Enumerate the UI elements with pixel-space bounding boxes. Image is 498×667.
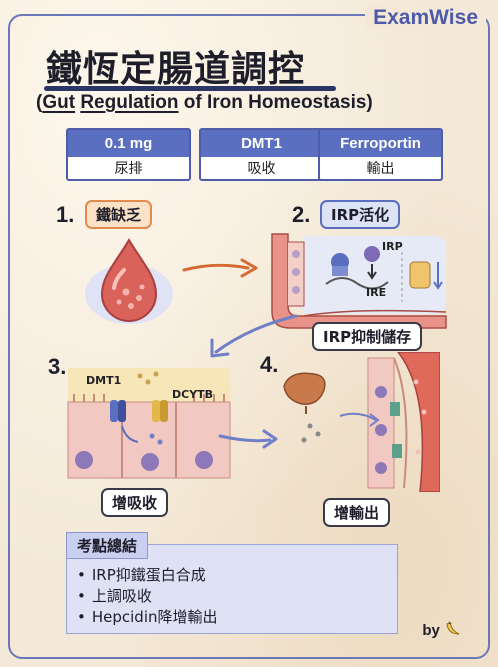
page-frame: [8, 14, 490, 659]
list-item: Hepcidin降增輸出: [77, 607, 218, 628]
key-points-list: IRP抑鐵蛋白合成 上調吸收 Hepcidin降增輸出: [77, 565, 218, 628]
banana-icon: [446, 621, 460, 635]
title-underline: [44, 86, 336, 91]
key-fact-box: DMT1 吸收: [199, 128, 324, 181]
key-fact-label: 輸出: [366, 161, 395, 177]
key-fact-label: 尿排: [114, 161, 143, 177]
page-title: 鐵恆定腸道調控: [46, 49, 306, 90]
step-2-caption: IRP抑制儲存: [312, 322, 423, 351]
byline: by: [422, 620, 462, 639]
key-fact-label: 吸收: [247, 161, 276, 177]
key-fact-box: Ferroportin 輸出: [318, 128, 443, 181]
arrow-icon: [210, 314, 298, 358]
arrow-icon: [218, 429, 278, 449]
step-1-label: 鐵缺乏: [85, 200, 153, 229]
arrow-icon: [182, 258, 258, 278]
key-fact-value: 0.1 mg: [68, 130, 189, 157]
list-item: 上調吸收: [77, 586, 218, 607]
brand-logo: ExamWise: [365, 6, 486, 30]
subtitle-word-regulation: Regulation: [80, 92, 179, 113]
step-4-number: 4.: [260, 352, 279, 377]
key-points-box: IRP抑鐵蛋白合成 上調吸收 Hepcidin降增輸出: [66, 544, 398, 634]
step-4-caption: 增輸出: [323, 498, 391, 527]
list-item: IRP抑鐵蛋白合成: [77, 565, 218, 586]
step-1-number: 1.: [56, 202, 75, 227]
step-2-label: IRP活化: [320, 200, 401, 229]
irp-label: IRP: [382, 240, 403, 253]
gut-villi-illustration: IRP IRE: [271, 233, 447, 329]
blood-drop-icon: [85, 238, 173, 324]
dmt1-label: DMT1: [86, 374, 121, 387]
key-points-heading: 考點總結: [66, 532, 149, 559]
subtitle-word-gut: Gut: [42, 92, 76, 113]
step-3-number: 3.: [48, 354, 67, 379]
step-3-caption: 增吸收: [101, 488, 169, 517]
dcytb-label: DCYTB: [172, 388, 213, 401]
liver-blood-vessel-illustration: [283, 352, 440, 492]
key-fact-box: 0.1 mg 尿排: [66, 128, 191, 181]
ire-label: IRE: [366, 286, 386, 299]
key-fact-value: DMT1: [201, 130, 322, 157]
step-2-number: 2.: [292, 202, 311, 227]
page-subtitle: (Gut Regulation of Iron Homeostasis): [36, 92, 373, 113]
enterocyte-illustration: DMT1 DCYTB: [67, 368, 231, 479]
key-fact-value: Ferroportin: [320, 130, 441, 157]
